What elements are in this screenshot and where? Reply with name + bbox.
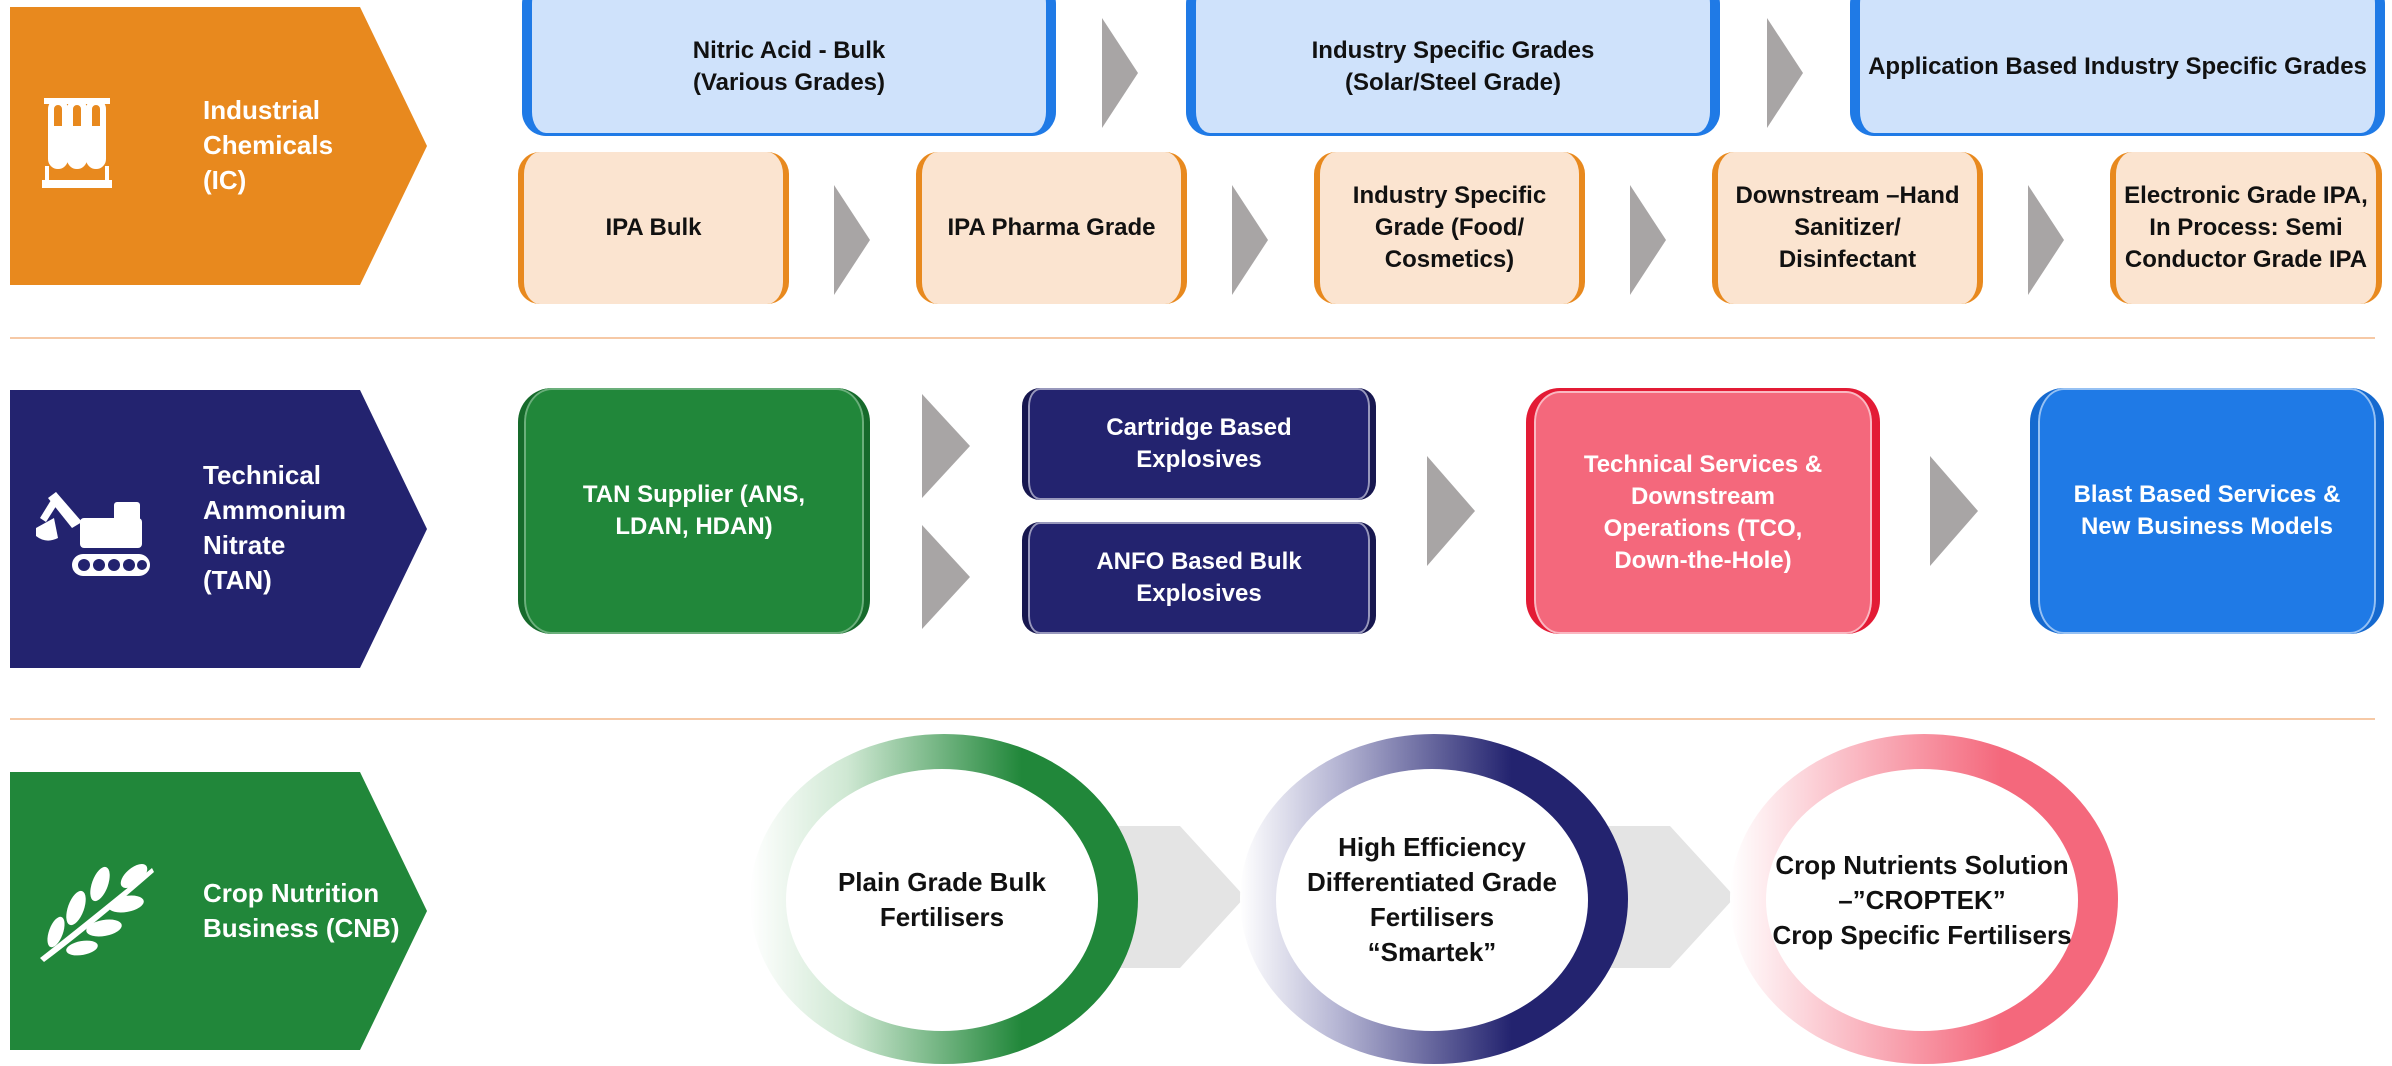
blast-services-box: Blast Based Services & New Business Mode… [2030,388,2384,634]
application-based-grades-box: Application Based Industry Specific Grad… [1850,0,2385,136]
arrow-right-icon [1930,456,1978,566]
arrow-right-icon [1232,185,1268,295]
ic-chevron [10,7,427,285]
arrow-right-icon [834,185,870,295]
industry-specific-grades-box: Industry Specific Grades (Solar/Steel Gr… [1186,0,1720,136]
excavator-icon [36,492,150,576]
cartridge-explosives-box: Cartridge Based Explosives [1022,388,1376,500]
anfo-explosives-box: ANFO Based Bulk Explosives [1022,522,1376,634]
downstream-sanitizer-box: Downstream –Hand Sanitizer/ Disinfectant [1712,152,1983,304]
technical-services-box: Technical Services & Downstream Operatio… [1526,388,1880,634]
ic-title: Industrial Chemicals (IC) [203,95,334,195]
arrow-right-icon [922,525,970,629]
ipa-pharma-grade-box: IPA Pharma Grade [916,152,1187,304]
ipa-bulk-box: IPA Bulk [518,152,789,304]
arrow-right-icon [1630,185,1666,295]
electronic-grade-ipa-box: Electronic Grade IPA, In Process: Semi C… [2110,152,2382,304]
croptek-circle: Crop Nutrients Solution –”CROPTEK” Crop … [1766,769,2078,1031]
industry-specific-food-box: Industry Specific Grade (Food/ Cosmetics… [1314,152,1585,304]
arrow-right-icon [1100,826,1245,968]
smartek-circle: High Efficiency Differentiated Grade Fer… [1276,769,1588,1031]
arrow-right-icon [1590,826,1735,968]
arrow-right-icon [1427,456,1475,566]
wheat-sprig-icon [40,864,154,962]
plain-grade-circle: Plain Grade Bulk Fertilisers [786,769,1098,1031]
cnb-title: Crop Nutrition Business (CNB) [203,878,400,943]
tan-supplier-box: TAN Supplier (ANS, LDAN, HDAN) [518,388,870,634]
test-tubes-icon [42,98,112,188]
nitric-acid-bulk-box: Nitric Acid - Bulk (Various Grades) [522,0,1056,136]
tan-title: Technical Ammonium Nitrate (TAN) [203,460,346,595]
arrow-right-icon [1767,18,1803,128]
tan-chevron [10,390,427,668]
arrow-right-icon [2028,185,2064,295]
cnb-chevron [10,772,427,1050]
divider [10,718,2375,720]
divider [10,337,2375,339]
arrow-right-icon [1102,18,1138,128]
arrow-right-icon [922,394,970,498]
